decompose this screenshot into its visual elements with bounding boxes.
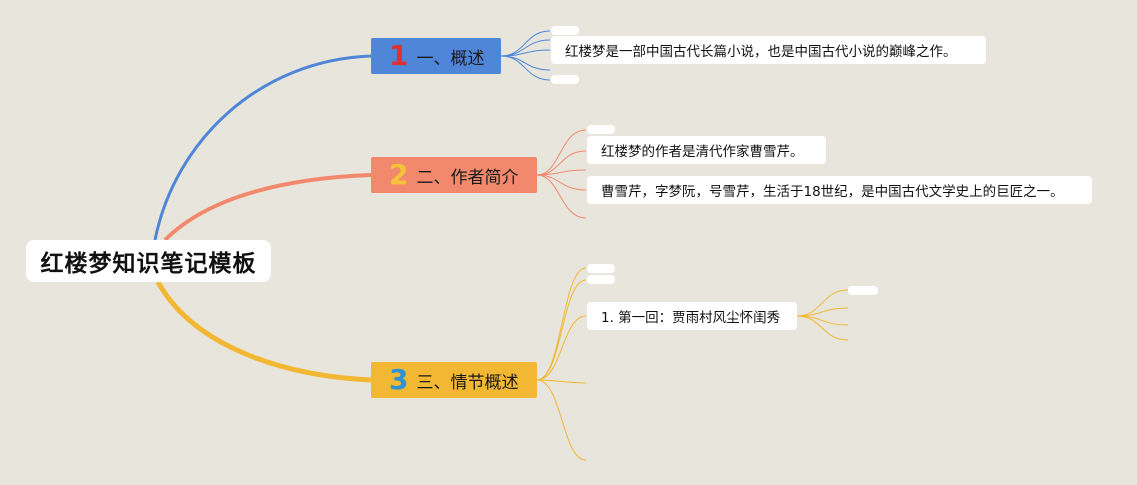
branch-2-empty-topic-top[interactable] bbox=[587, 125, 615, 134]
branch-3-fan bbox=[536, 267, 587, 461]
connector-root-to-branch-3 bbox=[155, 280, 372, 383]
branch-2-leaf-2-text: 曹雪芹，字梦阮，号雪芹，生活于18世纪，是中国古代文学史上的巨匠之一。 bbox=[601, 184, 1064, 200]
connector-root-to-branch-2 bbox=[163, 173, 372, 242]
branch-2-author[interactable]: 2 二、作者简介 bbox=[371, 157, 537, 193]
chapter-1-empty-topic[interactable] bbox=[848, 286, 878, 295]
branch-1-leaf-1[interactable]: 红楼梦是一部中国古代长篇小说，也是中国古代小说的巅峰之作。 bbox=[551, 36, 986, 64]
branch-3-number-icon: 3 bbox=[389, 363, 409, 396]
branch-1-fan bbox=[500, 30, 551, 81]
root-title: 红楼梦知识笔记模板 bbox=[40, 251, 257, 277]
branch-1-leaf-1-text: 红楼梦是一部中国古代长篇小说，也是中国古代小说的巅峰之作。 bbox=[565, 44, 957, 60]
branch-2-number-icon: 2 bbox=[389, 158, 409, 191]
branch-2-fan bbox=[536, 129, 587, 219]
branch-3-plot[interactable]: 3 三、情节概述 bbox=[371, 362, 537, 398]
branch-2-leaf-2[interactable]: 曹雪芹，字梦阮，号雪芹，生活于18世纪，是中国古代文学史上的巨匠之一。 bbox=[587, 176, 1092, 204]
branch-3-title: 三、情节概述 bbox=[416, 372, 519, 393]
branch-1-title: 一、概述 bbox=[416, 48, 485, 69]
branch-1-empty-topic-top[interactable] bbox=[551, 26, 579, 35]
branch-3-empty-topic-1[interactable] bbox=[587, 264, 615, 273]
connector-root-to-branch-1 bbox=[153, 54, 372, 241]
branch-3-leaf-1[interactable]: 1. 第一回：贾雨村风尘怀闺秀 bbox=[587, 302, 797, 330]
branch-1-overview[interactable]: 1 一、概述 bbox=[371, 38, 501, 74]
root-topic[interactable]: 红楼梦知识笔记模板 bbox=[26, 240, 271, 282]
branch-2-leaf-1-text: 红楼梦的作者是清代作家曹雪芹。 bbox=[601, 144, 804, 160]
branch-2-title: 二、作者简介 bbox=[416, 167, 519, 188]
branch-1-empty-topic-bottom[interactable] bbox=[551, 75, 579, 84]
branch-2-leaf-1[interactable]: 红楼梦的作者是清代作家曹雪芹。 bbox=[587, 136, 826, 164]
branch-3-leaf-1-text: 1. 第一回：贾雨村风尘怀闺秀 bbox=[601, 310, 781, 326]
chapter-1-fan bbox=[796, 289, 849, 341]
branch-3-empty-topic-2[interactable] bbox=[587, 275, 615, 284]
branch-1-number-icon: 1 bbox=[389, 39, 409, 72]
